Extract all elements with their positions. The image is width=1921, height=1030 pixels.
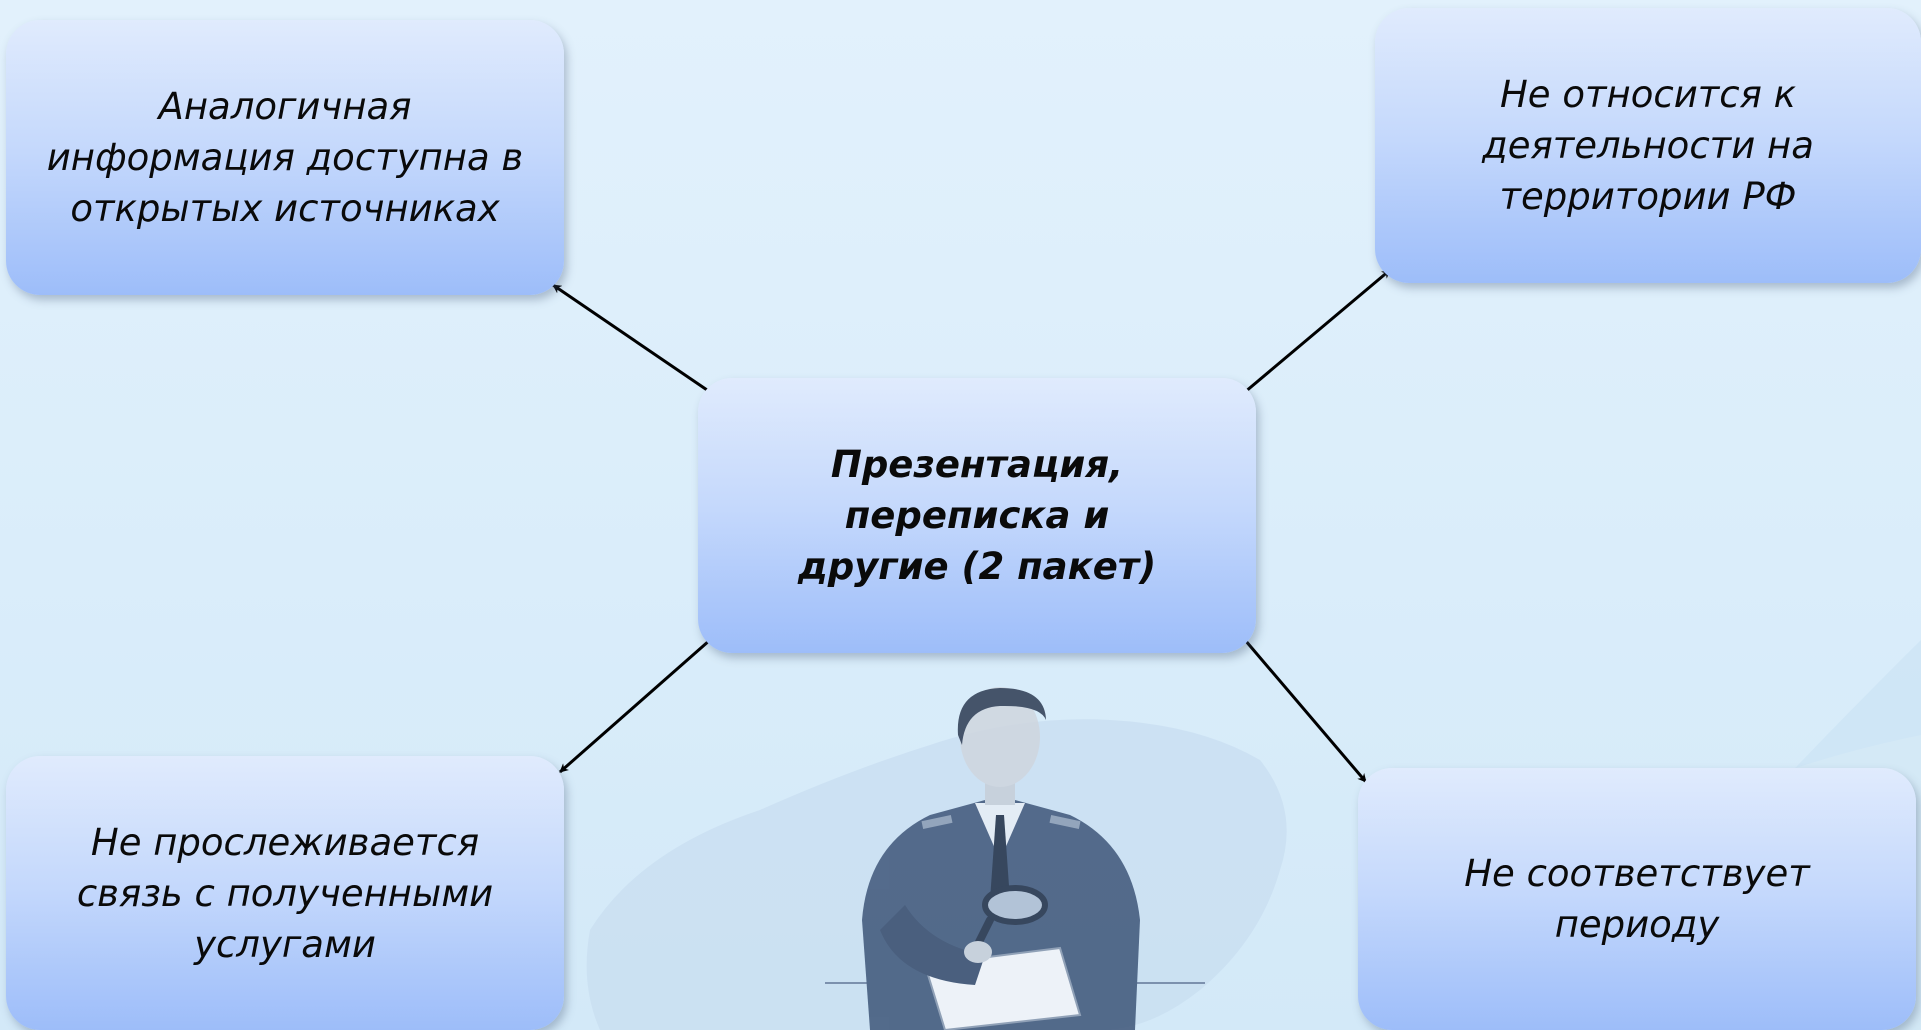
node-center: Презентация, переписка и другие (2 пакет… bbox=[698, 378, 1256, 653]
node-top-left-label: Аналогичная информация доступна в открыт… bbox=[46, 85, 524, 230]
node-bottom-left: Не прослеживается связь с полученными ус… bbox=[6, 756, 564, 1030]
node-bottom-right-label: Не соответствует периоду bbox=[1464, 852, 1810, 946]
arrow-to-bottom-right bbox=[1243, 639, 1368, 783]
arrow-to-top-right bbox=[1244, 268, 1391, 394]
node-bottom-right: Не соответствует периоду bbox=[1358, 768, 1916, 1030]
node-top-right-label: Не относится к деятельности на территори… bbox=[1482, 73, 1814, 218]
arrow-to-bottom-left bbox=[559, 638, 711, 774]
node-center-label: Презентация, переписка и другие (2 пакет… bbox=[797, 443, 1157, 588]
node-top-right: Не относится к деятельности на территори… bbox=[1375, 8, 1921, 283]
node-top-left: Аналогичная информация доступна в открыт… bbox=[6, 20, 564, 295]
node-bottom-left-label: Не прослеживается связь с полученными ус… bbox=[76, 820, 494, 966]
arrow-to-top-left bbox=[552, 283, 711, 394]
